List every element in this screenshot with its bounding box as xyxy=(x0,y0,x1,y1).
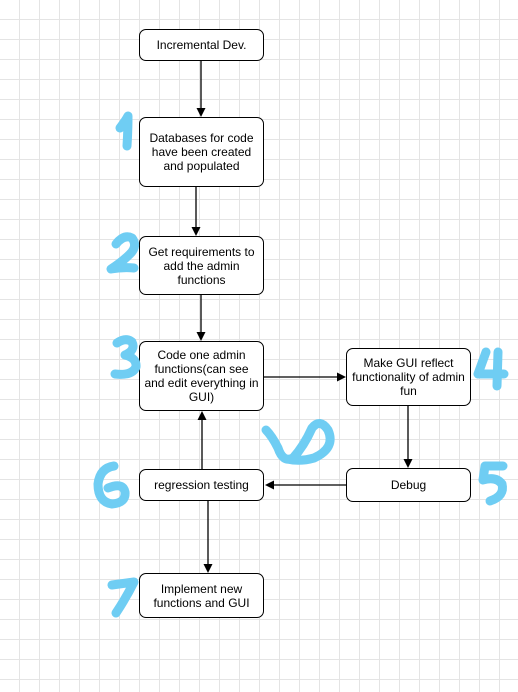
node-code-admin[interactable]: Code one admin functions(can see and edi… xyxy=(139,341,264,411)
node-gui-reflect[interactable]: Make GUI reflect functionality of admin … xyxy=(346,348,471,406)
node-debug[interactable]: Debug xyxy=(346,468,471,502)
edge-regression-to-implement xyxy=(203,501,213,573)
edge-gui-to-debug xyxy=(403,406,413,468)
node-regression-label: regression testing xyxy=(154,478,249,492)
node-implement-label: Implement new functions and GUI xyxy=(153,581,250,610)
annotation-numeral-1 xyxy=(115,111,133,151)
node-gui-reflect-label: Make GUI reflect functionality of admin … xyxy=(352,356,465,398)
node-requirements-label: Get requirements to add the admin functi… xyxy=(148,244,255,287)
annotation-numeral-2 xyxy=(106,232,140,274)
node-start[interactable]: Incremental Dev. xyxy=(139,29,264,61)
node-databases[interactable]: Databases for code have been created and… xyxy=(139,117,264,187)
annotation-loop-squiggle xyxy=(261,419,335,465)
edge-regression-to-code xyxy=(197,411,207,469)
node-requirements[interactable]: Get requirements to add the admin functi… xyxy=(139,236,264,295)
edge-code-to-gui xyxy=(264,372,346,382)
node-implement[interactable]: Implement new functions and GUI xyxy=(139,573,264,618)
annotation-numeral-7 xyxy=(107,577,139,618)
annotation-numeral-4 xyxy=(473,347,509,391)
node-start-label: Incremental Dev. xyxy=(156,38,247,52)
edge-start-to-databases xyxy=(196,61,206,117)
node-code-admin-label: Code one admin functions(can see and edi… xyxy=(144,348,259,404)
node-databases-label: Databases for code have been created and… xyxy=(149,131,254,173)
edge-debug-to-regression xyxy=(265,480,347,490)
edge-databases-to-requirements xyxy=(191,187,201,236)
edge-requirements-to-code xyxy=(196,295,206,341)
annotation-numeral-5 xyxy=(478,461,508,506)
annotation-numeral-3 xyxy=(110,335,141,379)
node-regression[interactable]: regression testing xyxy=(139,469,264,501)
annotation-numeral-6 xyxy=(93,461,130,509)
node-debug-label: Debug xyxy=(390,478,427,492)
